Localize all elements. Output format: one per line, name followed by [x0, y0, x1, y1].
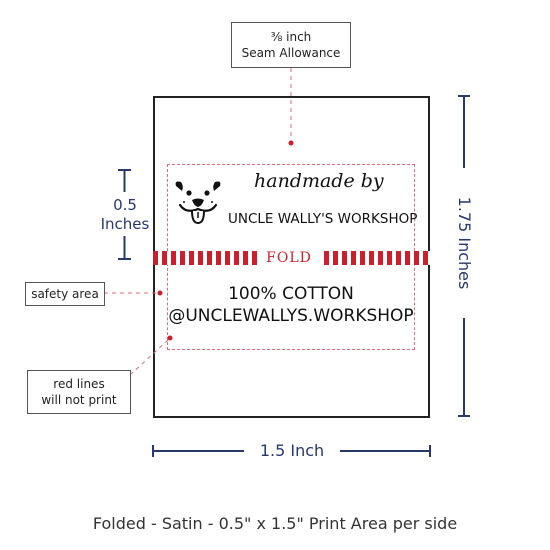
- width-label: 1.5 Inch: [259, 441, 325, 460]
- safety-area-callout: safety area: [25, 282, 105, 306]
- safety-area-text: safety area: [31, 287, 99, 301]
- half-inch-unit: Inches: [100, 215, 150, 233]
- brand-name: UNCLE WALLY'S WORKSHOP: [228, 211, 418, 227]
- red-lines-leader-dot: [167, 335, 173, 341]
- dog-face-icon: [175, 181, 221, 225]
- seam-allowance-value: ⅜ inch: [270, 30, 312, 44]
- red-lines-text-1: red lines: [53, 377, 105, 391]
- material-text: 100% COTTON: [228, 284, 354, 304]
- fold-label: FOLD: [258, 248, 320, 268]
- half-inch-value: 0.5: [113, 196, 137, 214]
- seam-allowance-text: Seam Allowance: [241, 46, 341, 60]
- total-height-label: 1.75 Inches: [455, 196, 474, 290]
- handmade-by-text: handmade by: [254, 170, 384, 192]
- handle-text: @UNCLEWALLYS.WORKSHOP: [168, 306, 414, 326]
- red-lines-callout: red lines will not print: [27, 370, 131, 414]
- print-area-caption: Folded - Satin - 0.5" x 1.5" Print Area …: [92, 514, 458, 533]
- red-lines-text-2: will not print: [41, 393, 117, 407]
- seam-leader-dot: [288, 140, 294, 146]
- safety-leader-dot: [157, 290, 163, 296]
- seam-allowance-callout: ⅜ inch Seam Allowance: [231, 22, 351, 68]
- red-lines-leader-line: [129, 339, 169, 376]
